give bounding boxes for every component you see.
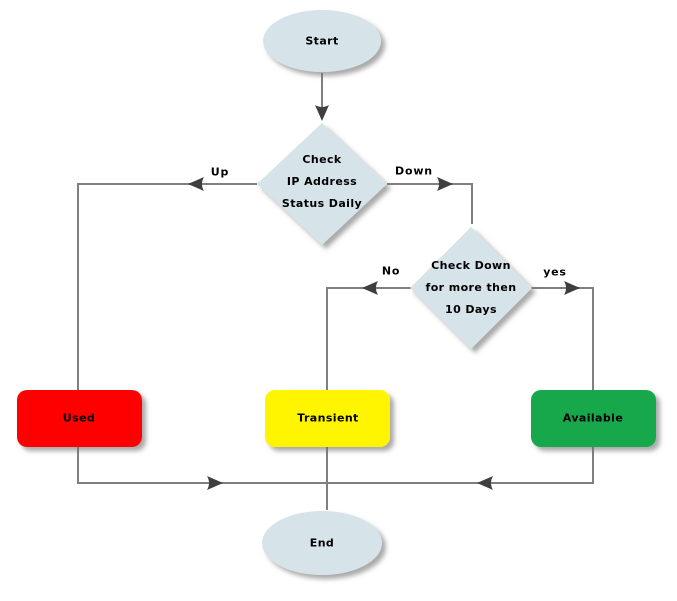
arrowhead-left-merge-right (477, 476, 493, 490)
arrowhead-left-no-branch (362, 281, 378, 295)
check-down-label-line3: 10 Days (445, 303, 497, 316)
edge-yes-path (327, 287, 594, 484)
transient-node (265, 390, 390, 447)
transient-node-label: Transient (297, 411, 359, 425)
available-node (531, 390, 656, 447)
arrowhead-right-yes-branch (564, 281, 580, 295)
check-ip-node-label: Check IP Address Status Daily (282, 149, 362, 215)
edge-up-path (77, 183, 326, 484)
used-node (17, 390, 142, 447)
arrowhead-right-down-branch (437, 177, 453, 191)
edge-down-path (387, 183, 473, 224)
arrowhead-right-merge-left (207, 476, 223, 490)
edge-label-yes: yes (543, 265, 567, 279)
check-down-label-line2: for more then (425, 281, 517, 294)
check-ip-label-line3: Status Daily (281, 197, 363, 210)
used-node-label: Used (62, 411, 96, 425)
end-node-label: End (309, 536, 335, 550)
check-down-decision-node (410, 227, 532, 349)
arrowheads (188, 105, 580, 490)
edge-label-no: No (381, 264, 401, 278)
check-down-label-line1: Check Down (431, 259, 511, 272)
available-node-label: Available (562, 411, 624, 425)
edge-label-up: Up (210, 165, 230, 179)
start-node-label: Start (305, 34, 339, 48)
start-node (263, 10, 381, 72)
check-ip-decision-node (257, 123, 387, 245)
check-down-node-label: Check Down for more then 10 Days (426, 255, 517, 321)
end-node (262, 511, 382, 575)
edge-label-down: Down (395, 164, 433, 178)
check-ip-label-line1: Check (302, 153, 342, 166)
arrowhead-down-into-checkip (315, 105, 329, 121)
check-ip-label-line2: IP Address (286, 175, 358, 188)
arrowhead-left-up-branch (188, 177, 204, 191)
